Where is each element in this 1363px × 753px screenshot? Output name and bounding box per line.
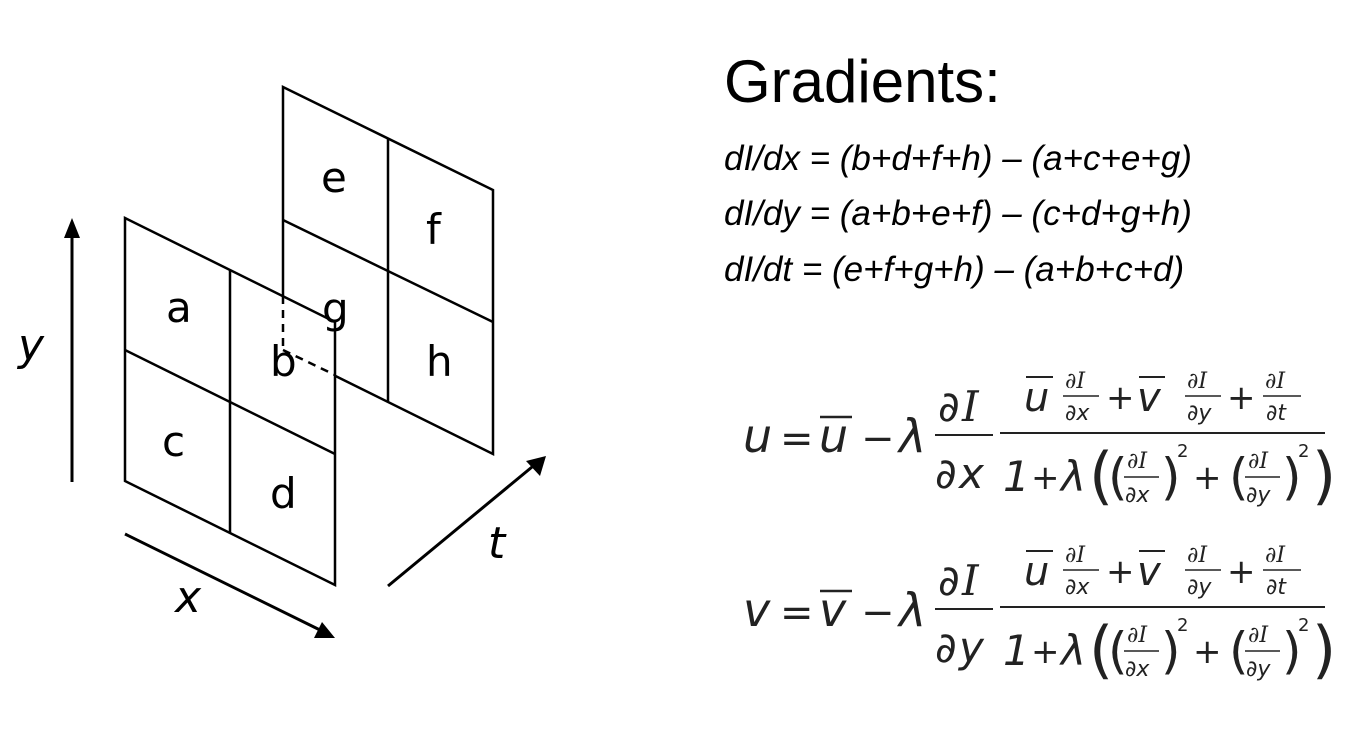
v-equation: v = v − λ ∂ I ∂ y u ∂I ∂x + v ∂I ∂y + ∂I… <box>743 543 1336 686</box>
u-num-ubar: u <box>1024 375 1049 421</box>
t-axis-label: t <box>488 518 507 569</box>
v-num-dI2: ∂I <box>1187 543 1208 568</box>
v-partial-I: I <box>961 556 980 605</box>
v-partial-bottom: ∂ <box>935 623 957 672</box>
y-axis-label: y <box>16 320 45 371</box>
cell-label-d: d <box>270 469 297 518</box>
u-num-dt3: ∂t <box>1266 401 1287 426</box>
u-den-lparen: ( <box>1089 439 1113 512</box>
v-den-sq2: 2 <box>1298 615 1309 636</box>
v-den-lparen-inner1: ( <box>1108 622 1128 680</box>
v-den-dI-y: ∂I <box>1248 623 1269 648</box>
u-lhs: u <box>743 409 772 463</box>
cell-label-f: f <box>426 205 442 254</box>
u-den-sq1: 2 <box>1177 441 1188 462</box>
u-equation: u = u − λ ∂ I ∂ x u ∂I ∂x + v ∂I ∂y + ∂I… <box>743 369 1336 512</box>
v-lambda: λ <box>896 583 926 637</box>
gradient-dx-formula: dI/dx = (b+d+f+h) – (a+c+e+g) <box>724 139 1192 178</box>
v-num-ubar: u <box>1024 549 1049 595</box>
v-den-lparen-inner2: ( <box>1229 622 1249 680</box>
back-frame-outline <box>281 84 495 457</box>
u-equals: = <box>780 416 814 462</box>
cell-label-g: g <box>322 284 349 333</box>
v-den-rparen-inner1: ) <box>1161 622 1181 680</box>
u-den-dI-y: ∂I <box>1248 449 1269 474</box>
u-minus: − <box>861 416 895 462</box>
v-den-rparen: ) <box>1312 613 1336 686</box>
u-num-plus2: + <box>1227 378 1256 418</box>
v-num-plus1: + <box>1106 552 1135 592</box>
u-lambda: λ <box>896 409 926 463</box>
v-mean: v <box>819 583 847 637</box>
v-den-lparen: ( <box>1089 613 1113 686</box>
update-equations: u = u − λ ∂ I ∂ x u ∂I ∂x + v ∂I ∂y + ∂I… <box>743 369 1336 686</box>
v-den-dy: ∂y <box>1246 657 1271 682</box>
cell-label-a: a <box>166 283 192 332</box>
u-num-dI1: ∂I <box>1065 369 1086 394</box>
frame-diagram: a b c d e f g h y x t <box>16 84 546 638</box>
gradients-title: Gradients: <box>724 48 1001 115</box>
u-num-dI3: ∂I <box>1265 369 1286 394</box>
t-axis-arrow <box>387 456 546 588</box>
u-den-rparen-inner1: ) <box>1161 448 1181 506</box>
u-den-lambda: λ <box>1059 452 1086 501</box>
u-num-dy2: ∂y <box>1187 401 1212 426</box>
v-den-dx: ∂x <box>1125 657 1150 682</box>
u-num-plus1: + <box>1106 378 1135 418</box>
x-axis-arrow <box>124 532 335 638</box>
front-frame-divider-horizontal <box>124 348 336 456</box>
v-num-dt3: ∂t <box>1266 575 1287 600</box>
u-mean: u <box>819 409 848 463</box>
u-den-dx: ∂x <box>1125 483 1150 508</box>
v-num-dx1: ∂x <box>1065 575 1090 600</box>
u-num-dx1: ∂x <box>1065 401 1090 426</box>
gradient-dy-formula: dI/dy = (a+b+e+f) – (c+d+g+h) <box>724 194 1192 233</box>
v-num-dI3: ∂I <box>1265 543 1286 568</box>
u-partial-top: ∂ <box>938 382 960 431</box>
u-den-one: 1 <box>1003 452 1030 501</box>
v-num-dy2: ∂y <box>1187 575 1212 600</box>
v-den-rparen-inner2: ) <box>1282 622 1302 680</box>
v-num-dI1: ∂I <box>1065 543 1086 568</box>
v-den-sq1: 2 <box>1177 615 1188 636</box>
u-den-dy: ∂y <box>1246 483 1271 508</box>
cell-label-h: h <box>426 337 453 386</box>
u-num-vbar: v <box>1137 375 1162 421</box>
back-frame <box>281 84 495 457</box>
v-minus: − <box>861 590 895 636</box>
u-den-sq2: 2 <box>1298 441 1309 462</box>
v-partial-top: ∂ <box>938 556 960 605</box>
v-num-vbar: v <box>1137 549 1162 595</box>
v-den-plus-inner: + <box>1193 632 1222 672</box>
u-partial-bottom: ∂ <box>935 449 957 498</box>
v-den-one: 1 <box>1003 626 1030 675</box>
hidden-edges <box>281 296 336 377</box>
v-den-dI-x: ∂I <box>1127 623 1148 648</box>
cell-label-c: c <box>162 417 185 466</box>
u-den-lparen-inner2: ( <box>1229 448 1249 506</box>
y-axis-arrow <box>64 218 80 482</box>
back-frame-divider-horizontal <box>282 218 494 324</box>
hidden-edge-diagonal <box>282 348 336 377</box>
v-num-plus2: + <box>1227 552 1256 592</box>
u-den-lparen-inner1: ( <box>1108 448 1128 506</box>
v-partial-wrt: y <box>957 623 985 672</box>
u-den-plus-inner: + <box>1193 458 1222 498</box>
v-den-lambda: λ <box>1059 626 1086 675</box>
u-num-dI2: ∂I <box>1187 369 1208 394</box>
front-frame <box>123 215 337 588</box>
cell-label-b: b <box>270 337 297 386</box>
cell-label-e: e <box>321 153 347 202</box>
u-partial-wrt: x <box>957 449 985 498</box>
v-lhs: v <box>743 583 771 637</box>
u-den-dI-x: ∂I <box>1127 449 1148 474</box>
u-den-rparen: ) <box>1312 439 1336 512</box>
gradient-dt-formula: dI/dt = (e+f+g+h) – (a+b+c+d) <box>724 250 1185 289</box>
v-equals: = <box>780 590 814 636</box>
u-partial-I: I <box>961 382 980 431</box>
u-den-rparen-inner2: ) <box>1282 448 1302 506</box>
x-axis-label: x <box>173 572 202 623</box>
u-den-plus: + <box>1031 458 1060 498</box>
v-den-plus: + <box>1031 632 1060 672</box>
